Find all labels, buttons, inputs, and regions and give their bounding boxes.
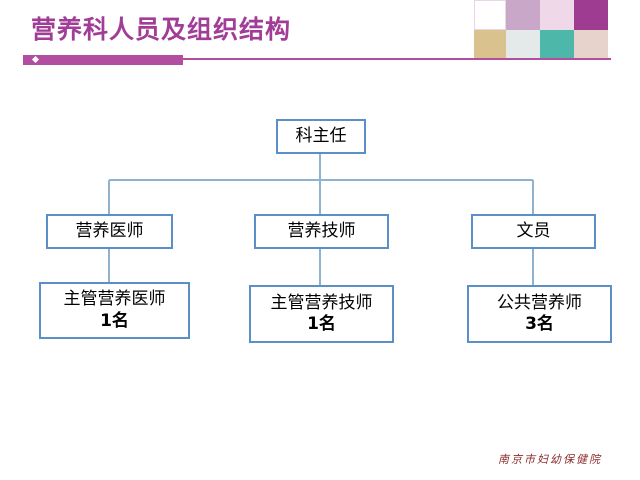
slide-title: 营养科人员及组织结构 — [31, 15, 292, 44]
title-underline-bar — [23, 55, 183, 65]
header-photo-collage — [474, 0, 608, 58]
org-branch-box-1: 营养医师 — [46, 214, 173, 249]
photo-tile — [506, 30, 540, 58]
org-leaf-title: 主管营养技师 — [270, 292, 373, 313]
photo-tile — [540, 0, 574, 30]
org-branch-box-3: 文员 — [471, 214, 596, 249]
org-leaf-box-1: 主管营养医师 1名 — [39, 282, 190, 339]
org-leaf-count: 1名 — [307, 314, 336, 334]
photo-tile — [506, 0, 540, 30]
org-leaf-title: 公共营养师 — [497, 292, 582, 313]
org-leaf-count: 1名 — [100, 310, 129, 331]
photo-tile — [574, 30, 608, 58]
org-branch-label: 营养技师 — [287, 220, 356, 241]
photo-tile — [540, 30, 574, 58]
photo-tile — [474, 30, 506, 58]
org-branch-box-2: 营养技师 — [254, 214, 389, 249]
org-leaf-count: 3名 — [525, 314, 554, 334]
photo-tile — [474, 0, 506, 30]
hospital-watermark: 南京市妇幼保健院 — [498, 453, 602, 466]
photo-tile — [574, 0, 608, 30]
org-branch-label: 营养医师 — [75, 220, 144, 241]
org-leaf-box-2: 主管营养技师 1名 — [249, 285, 394, 343]
org-leaf-box-3: 公共营养师 3名 — [467, 285, 612, 343]
title-underline — [23, 58, 611, 60]
org-root-label: 科主任 — [295, 125, 347, 146]
org-root-box: 科主任 — [276, 119, 366, 154]
org-leaf-title: 主管营养医师 — [63, 289, 166, 310]
org-branch-label: 文员 — [516, 220, 551, 241]
